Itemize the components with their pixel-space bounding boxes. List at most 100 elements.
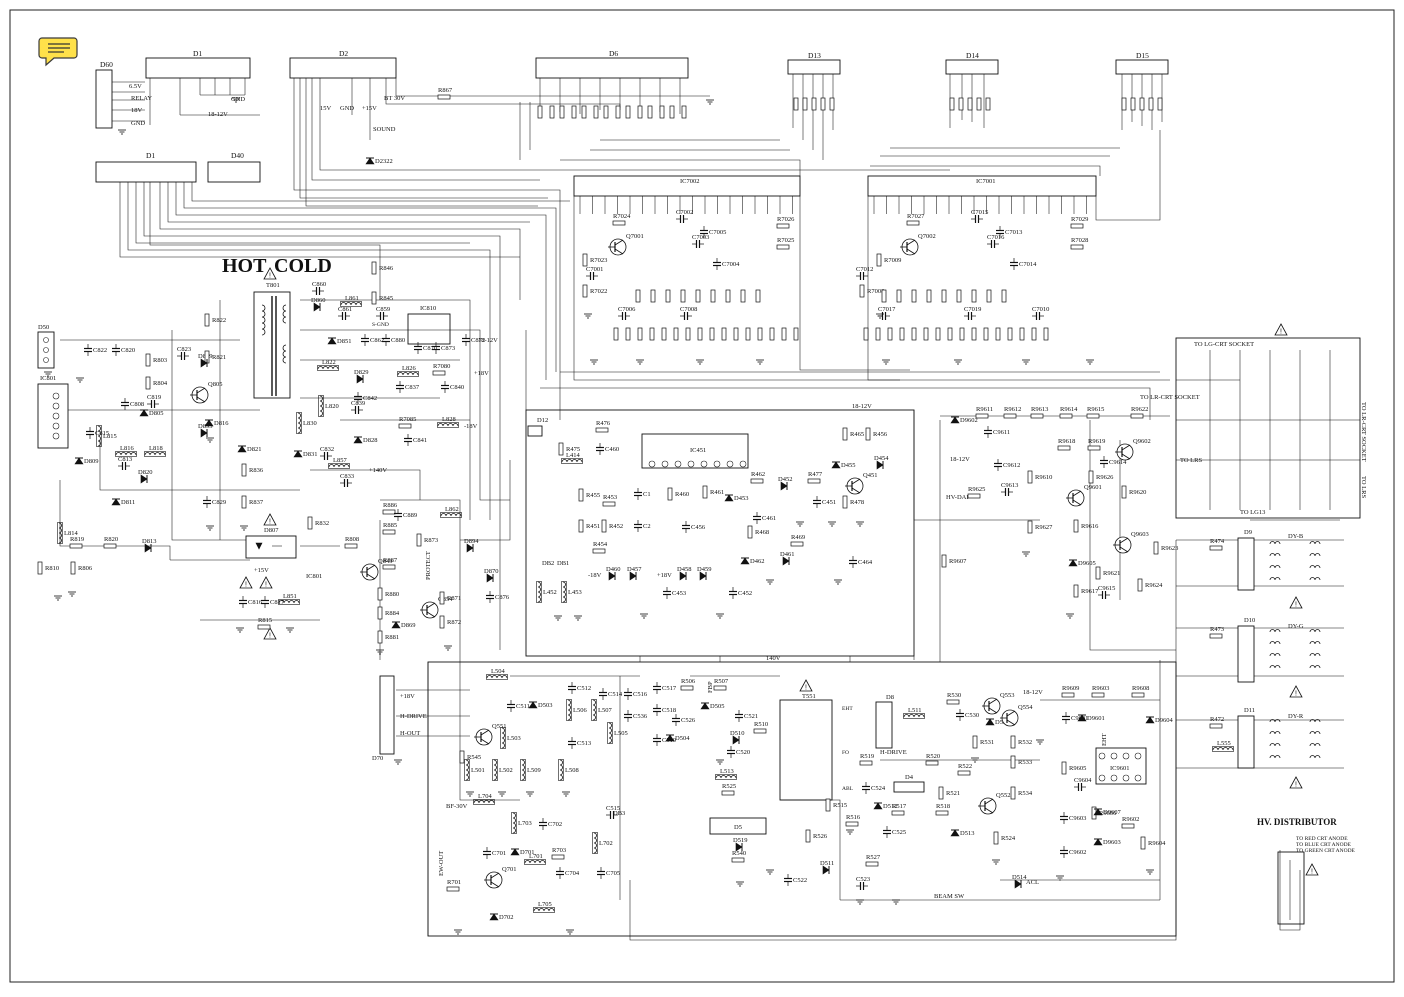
v65-label: 6.5V xyxy=(129,83,142,90)
bank-resistor xyxy=(971,327,977,341)
q9602-label: Q9602 xyxy=(1133,438,1151,445)
q7001-label: Q7001 xyxy=(626,233,644,240)
q7002-symbol xyxy=(899,238,919,256)
d811-symbol xyxy=(111,498,121,506)
r9622-label: R9622 xyxy=(1131,406,1148,413)
c833-label: C833 xyxy=(340,473,354,480)
l501-symbol xyxy=(464,759,470,781)
d459-label: D459 xyxy=(697,566,711,573)
comment-note-icon[interactable] xyxy=(38,37,78,67)
l504-label: L504 xyxy=(491,668,505,675)
ground-icon xyxy=(453,929,463,935)
c9612-label: C9612 xyxy=(1003,462,1020,469)
l509-symbol xyxy=(520,759,526,781)
c7001-label: C7001 xyxy=(586,266,603,273)
to-red-anode-label: TO RED CRT ANODE xyxy=(1296,836,1348,842)
s-gnd-label: S-GND xyxy=(372,322,389,328)
r506-symbol xyxy=(680,685,694,691)
r836-symbol xyxy=(241,463,247,477)
r461-label: R461 xyxy=(710,489,724,496)
c861-symbol xyxy=(337,311,351,321)
c7013-label: C7013 xyxy=(1005,229,1022,236)
r808-label: R808 xyxy=(345,536,359,543)
d514-symbol xyxy=(1014,879,1022,889)
sound-label: SOUND xyxy=(373,126,396,133)
d9602-label: D9602 xyxy=(960,417,978,424)
wire xyxy=(175,182,547,380)
r524-label: R524 xyxy=(1001,835,1016,842)
c829-label: C829 xyxy=(212,499,226,506)
c451-label: C451 xyxy=(822,499,836,506)
d458-label: D458 xyxy=(677,566,691,573)
d453-label: D453 xyxy=(734,495,748,502)
db1-label: DB1 xyxy=(557,560,569,567)
wire xyxy=(135,182,470,244)
r532-symbol xyxy=(1010,735,1016,749)
l703-symbol xyxy=(511,812,517,834)
c841-symbol xyxy=(403,433,413,447)
c452-symbol xyxy=(728,586,738,600)
d811-label: D811 xyxy=(121,499,135,506)
r9619-symbol xyxy=(1087,445,1101,451)
r456-label: R456 xyxy=(873,431,888,438)
r7029-symbol xyxy=(1070,223,1084,229)
r9610-label: R9610 xyxy=(1035,474,1052,481)
wire xyxy=(300,299,471,520)
l702-label: L702 xyxy=(599,840,613,847)
ic451-label: IC451 xyxy=(690,447,706,454)
l822-label: L822 xyxy=(322,359,336,366)
bank-resistor xyxy=(875,327,881,341)
d514-label: D514 xyxy=(1012,874,1027,881)
l857-label: L857 xyxy=(333,457,347,464)
c823-label: C823 xyxy=(177,346,191,353)
r7085-symbol xyxy=(398,423,412,429)
d870-label: D870 xyxy=(484,568,498,575)
psu-section: T801 D50 IC801 IC810 D807 IC801 +15V +14… xyxy=(37,267,498,640)
bank-resistor xyxy=(887,327,893,341)
d702-symbol xyxy=(489,913,499,921)
beam-sw-label: BEAM SW xyxy=(934,893,965,900)
r518-symbol xyxy=(935,810,949,816)
r469-symbol xyxy=(790,541,804,547)
d807-warning-icon xyxy=(263,513,277,526)
ground-icon xyxy=(833,579,843,585)
c9602-label: C9602 xyxy=(1069,849,1086,856)
bank-resistor xyxy=(697,327,703,341)
c7005-label: C7005 xyxy=(709,229,726,236)
r451-symbol xyxy=(578,519,584,533)
t551-warning-icon xyxy=(799,679,813,692)
d455-symbol xyxy=(831,461,841,469)
r533-label: R533 xyxy=(1018,759,1032,766)
r880-label: R880 xyxy=(385,591,399,598)
d2322-label: D2322 xyxy=(375,158,393,165)
c2-label: C2 xyxy=(643,523,651,530)
h-drive-label: H-DRIVE xyxy=(400,713,427,720)
r886-label: R886 xyxy=(383,502,398,509)
r9608-symbol xyxy=(1131,692,1145,698)
c523-label: C523 xyxy=(856,876,870,883)
r9615-label: R9615 xyxy=(1087,406,1104,413)
r9625-label: R9625 xyxy=(968,486,985,493)
ic7002-block: IC7002 xyxy=(573,175,801,197)
r7009-symbol xyxy=(876,253,882,267)
abl-label: ABL xyxy=(842,786,854,792)
r836-label: R836 xyxy=(249,467,264,474)
d503-label: D503 xyxy=(538,702,552,709)
c524-symbol xyxy=(861,781,871,795)
l414-symbol xyxy=(561,458,583,464)
r7022-label: R7022 xyxy=(590,288,607,295)
d828-label: D828 xyxy=(363,437,377,444)
d452-label: D452 xyxy=(778,476,792,483)
gnd-label-d60: GND xyxy=(131,120,145,127)
c701-label: C701 xyxy=(492,850,506,857)
r522-label: R522 xyxy=(958,763,972,770)
bank-resistor xyxy=(947,327,953,341)
ground-icon xyxy=(881,359,891,365)
r9624-symbol xyxy=(1137,578,1143,592)
r7023-symbol xyxy=(582,253,588,267)
r867-label: R867 xyxy=(438,87,453,94)
d869-symbol xyxy=(391,621,401,629)
c808-symbol xyxy=(120,397,130,411)
ground-icon xyxy=(1021,551,1031,557)
c511-label: C511 xyxy=(516,703,530,710)
